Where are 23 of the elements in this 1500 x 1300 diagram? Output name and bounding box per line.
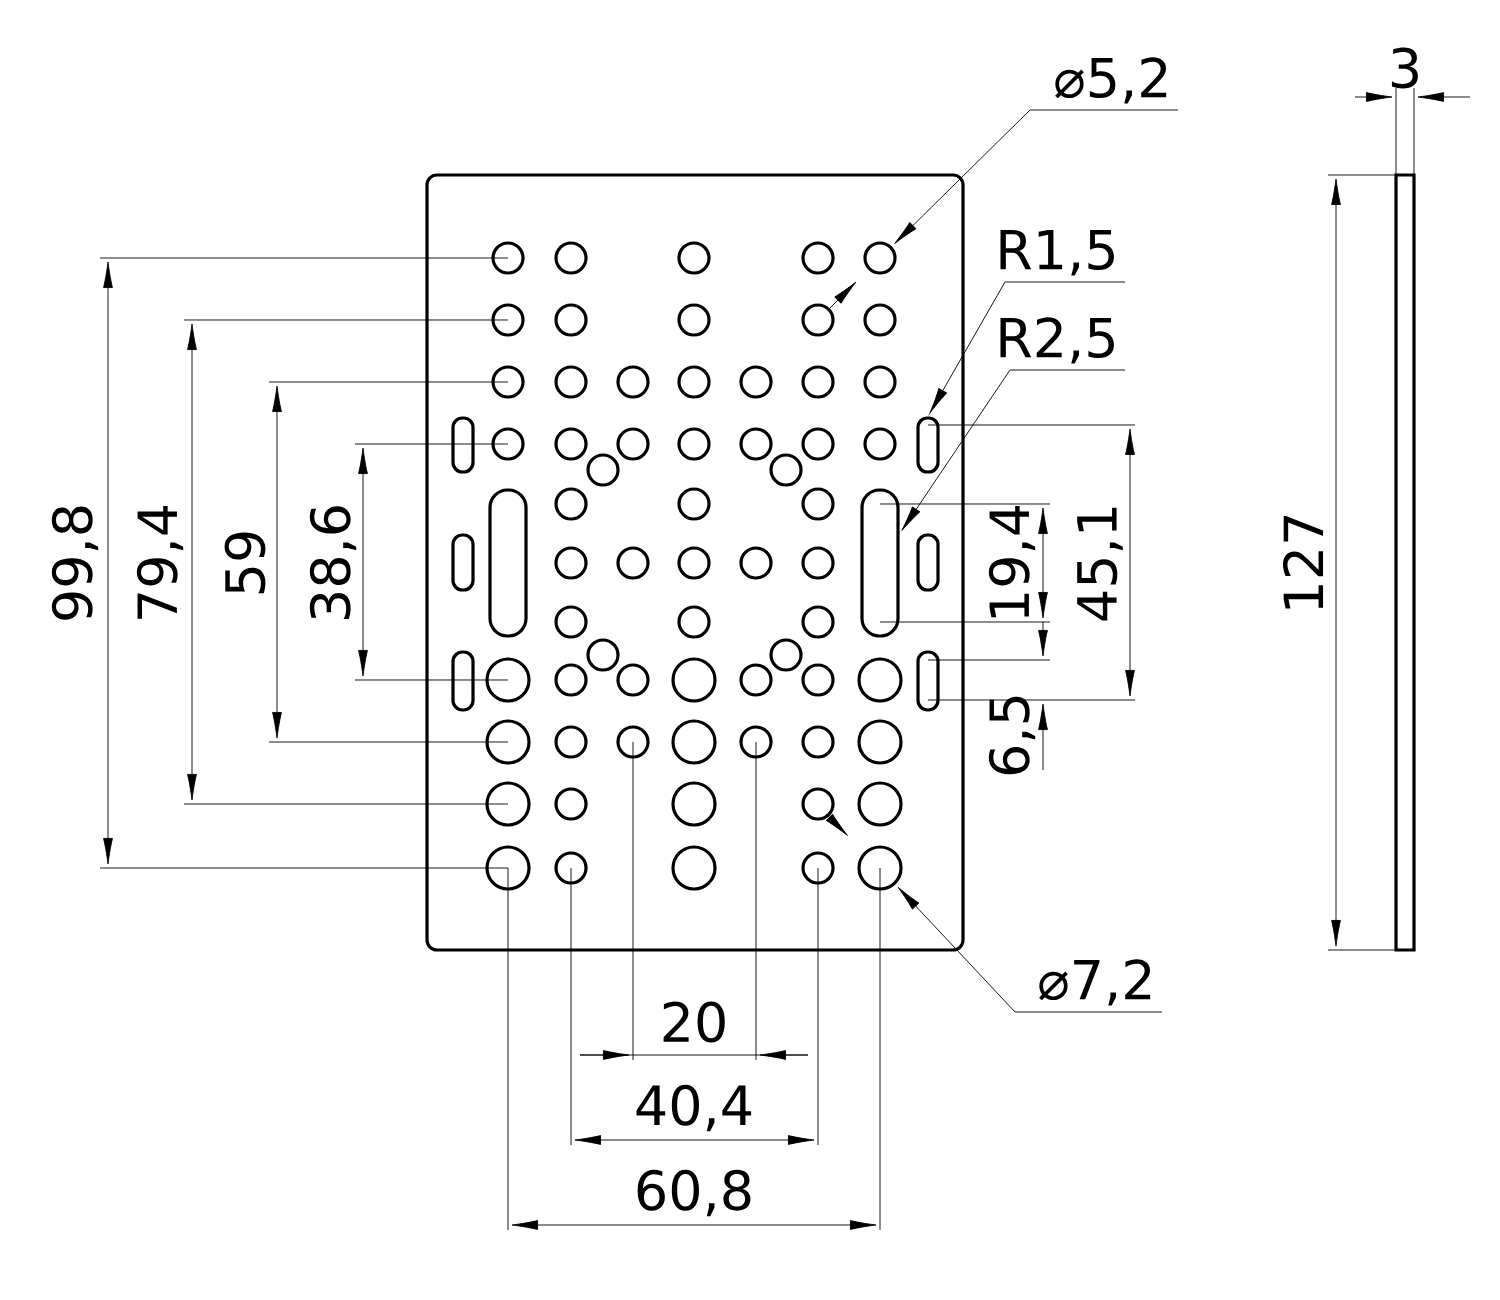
- leader-line: [894, 109, 1179, 244]
- dimension-label: 20: [663, 1001, 725, 1043]
- dimension-label: 79,4: [136, 505, 184, 619]
- dimension-label: 19,4: [988, 505, 1036, 618]
- slot: [916, 416, 940, 474]
- dimension-label: 99,8: [51, 506, 99, 620]
- callout-text: ⌀5,2: [1055, 57, 1167, 104]
- callout-text: ⌀7,2: [1039, 959, 1151, 1006]
- dimension-label: 3: [1391, 47, 1418, 89]
- slot: [860, 488, 900, 638]
- dimension-label: 6,5: [988, 696, 1036, 775]
- dimension-label: 59: [224, 532, 266, 594]
- leader-line: [929, 281, 1126, 414]
- dimension-label: 45,1: [1077, 507, 1123, 621]
- hole: [857, 845, 903, 891]
- dimension-label: 40,4: [636, 1084, 752, 1132]
- dimension-label: 60,8: [637, 1169, 751, 1217]
- callout-text: R2,5: [1000, 317, 1114, 364]
- callout-text: R1,5: [1000, 229, 1114, 276]
- leader-line: [901, 369, 1126, 531]
- dimension-label: 38,6: [309, 506, 357, 619]
- dimension-label: 127: [1282, 516, 1324, 609]
- hole: [863, 241, 897, 275]
